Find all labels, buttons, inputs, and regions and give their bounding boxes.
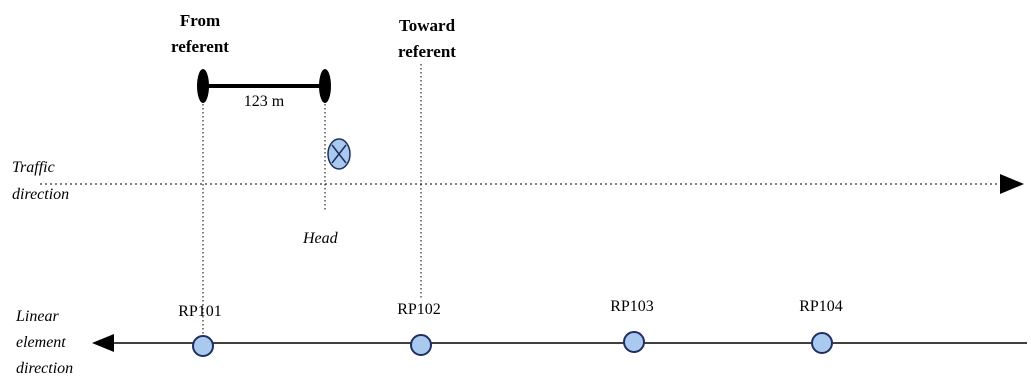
from-referent-label-line1: From	[180, 11, 220, 30]
rp-label-3: RP103	[610, 298, 654, 315]
reference-point-icon	[410, 334, 432, 356]
toward-referent-label-line1: Toward	[399, 16, 456, 35]
from-referent-label-line2: referent	[171, 37, 229, 56]
traffic-direction-label-line2: direction	[12, 186, 69, 203]
head-label: Head	[302, 230, 339, 247]
distance-bar	[197, 69, 331, 103]
distance-label: 123 m	[244, 93, 285, 110]
head-marker-icon	[327, 138, 351, 170]
reference-point-icon	[192, 335, 214, 357]
rp-label-2: RP102	[397, 301, 441, 318]
rp-label-1: RP101	[178, 303, 222, 320]
linear-element-label-line2: element	[16, 334, 66, 351]
linear-element-label-line3: direction	[16, 360, 73, 376]
arrow-left-icon	[92, 334, 114, 352]
reference-point-icon	[811, 332, 833, 354]
linear-element-label-line1: Linear	[15, 308, 59, 325]
toward-referent-label-line2: referent	[398, 42, 456, 61]
reference-point-icon	[623, 331, 645, 353]
arrow-right-icon	[1000, 174, 1024, 194]
traffic-direction-label-line1: Traffic	[12, 159, 55, 176]
rp-label-4: RP104	[799, 298, 843, 315]
